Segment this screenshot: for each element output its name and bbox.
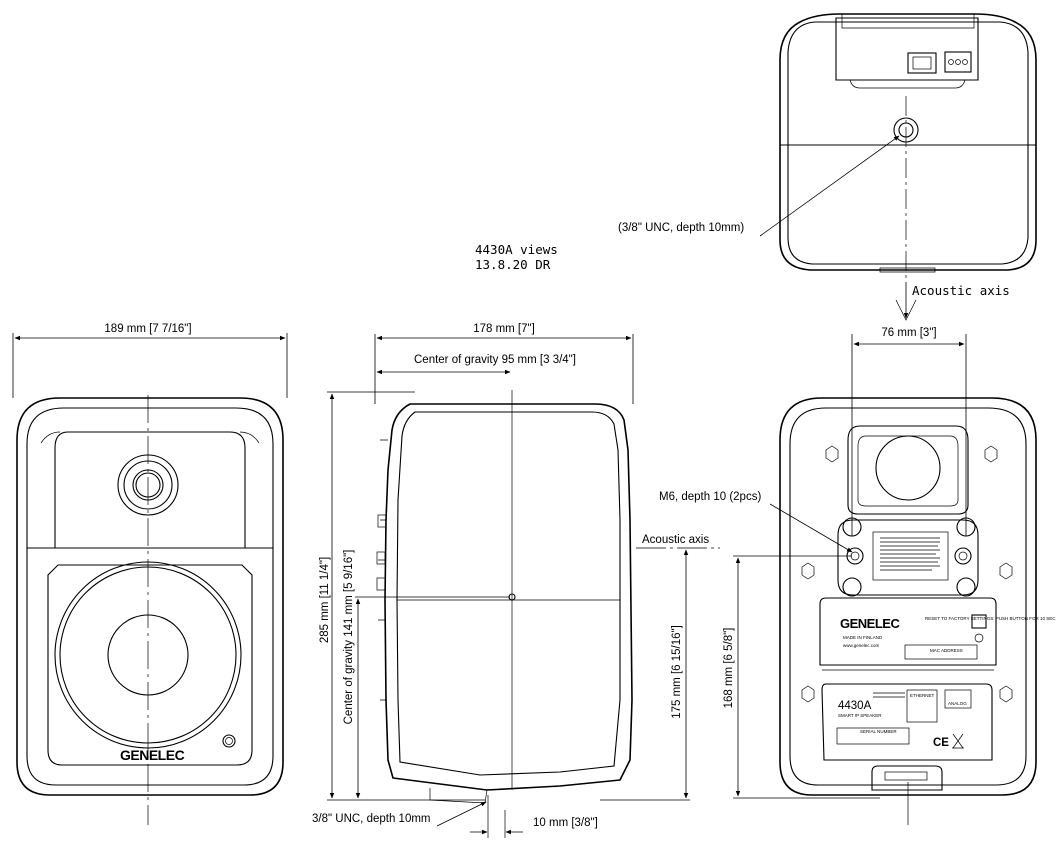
top-thread-label: (3/8" UNC, depth 10mm) (618, 222, 744, 234)
front-width-label: 189 mm [7 7/16"] (104, 323, 191, 335)
rear-model-sub: SMART IP SPEAKER (838, 713, 882, 718)
top-acoustic-axis-label: Acoustic axis (912, 283, 1010, 298)
ethernet-label: ETHERNET (910, 693, 935, 698)
rear-logo: GENELEC (840, 616, 900, 631)
drawing-title: 4430A views (475, 242, 558, 257)
cog-horizontal-label: Center of gravity 95 mm [3 3/4"] (414, 354, 576, 366)
side-thread-label: 3/8" UNC, depth 10mm (312, 813, 431, 825)
analog-label: ANALOG (948, 701, 967, 706)
front-view: GENELEC 189 mm [7 7/16"] (12, 323, 288, 825)
side-axis-height-label: 175 mm [6 15/16"] (671, 625, 683, 719)
rear-view: GENELEC RESET TO FACTORY SETTINGS: PUSH … (659, 327, 1056, 825)
front-logo: GENELEC (120, 747, 185, 763)
side-acoustic-axis-label: Acoustic axis (642, 534, 709, 546)
rear-model-label: 4430A (838, 700, 872, 712)
title-block: 4430A views 13.8.20 DR (475, 242, 558, 272)
top-view: (3/8" UNC, depth 10mm) Acoustic axis (618, 13, 1037, 321)
side-height-label: 285 mm [11 1/4"] (319, 557, 331, 643)
made-in-label: MADE IN FINLAND (843, 635, 883, 640)
side-depth-label: 178 mm [7"] (473, 323, 535, 335)
rear-axis-height-label: 168 mm [6 5/8"] (723, 628, 735, 709)
mac-address-label: MAC ADDRESS (930, 648, 963, 653)
side-view: 178 mm [7"] Center of gravity 95 mm [3 3… (312, 323, 720, 838)
m6-label: M6, depth 10 (2pcs) (659, 491, 761, 503)
cog-vertical-label: Center of gravity 141 mm [5 9/16"] (343, 550, 355, 725)
reset-note: RESET TO FACTORY SETTINGS: PUSH BUTTON F… (925, 616, 1056, 621)
rear-spacing-label: 76 mm [3"] (881, 327, 936, 339)
side-offset-label: 10 mm [3/8"] (533, 817, 598, 829)
ce-mark: CE (933, 737, 949, 749)
serial-number-label: SERIAL NUMBER (860, 729, 897, 734)
drawing-date: 13.8.20 DR (475, 257, 551, 272)
website-label: www.genelec.com (843, 643, 880, 648)
